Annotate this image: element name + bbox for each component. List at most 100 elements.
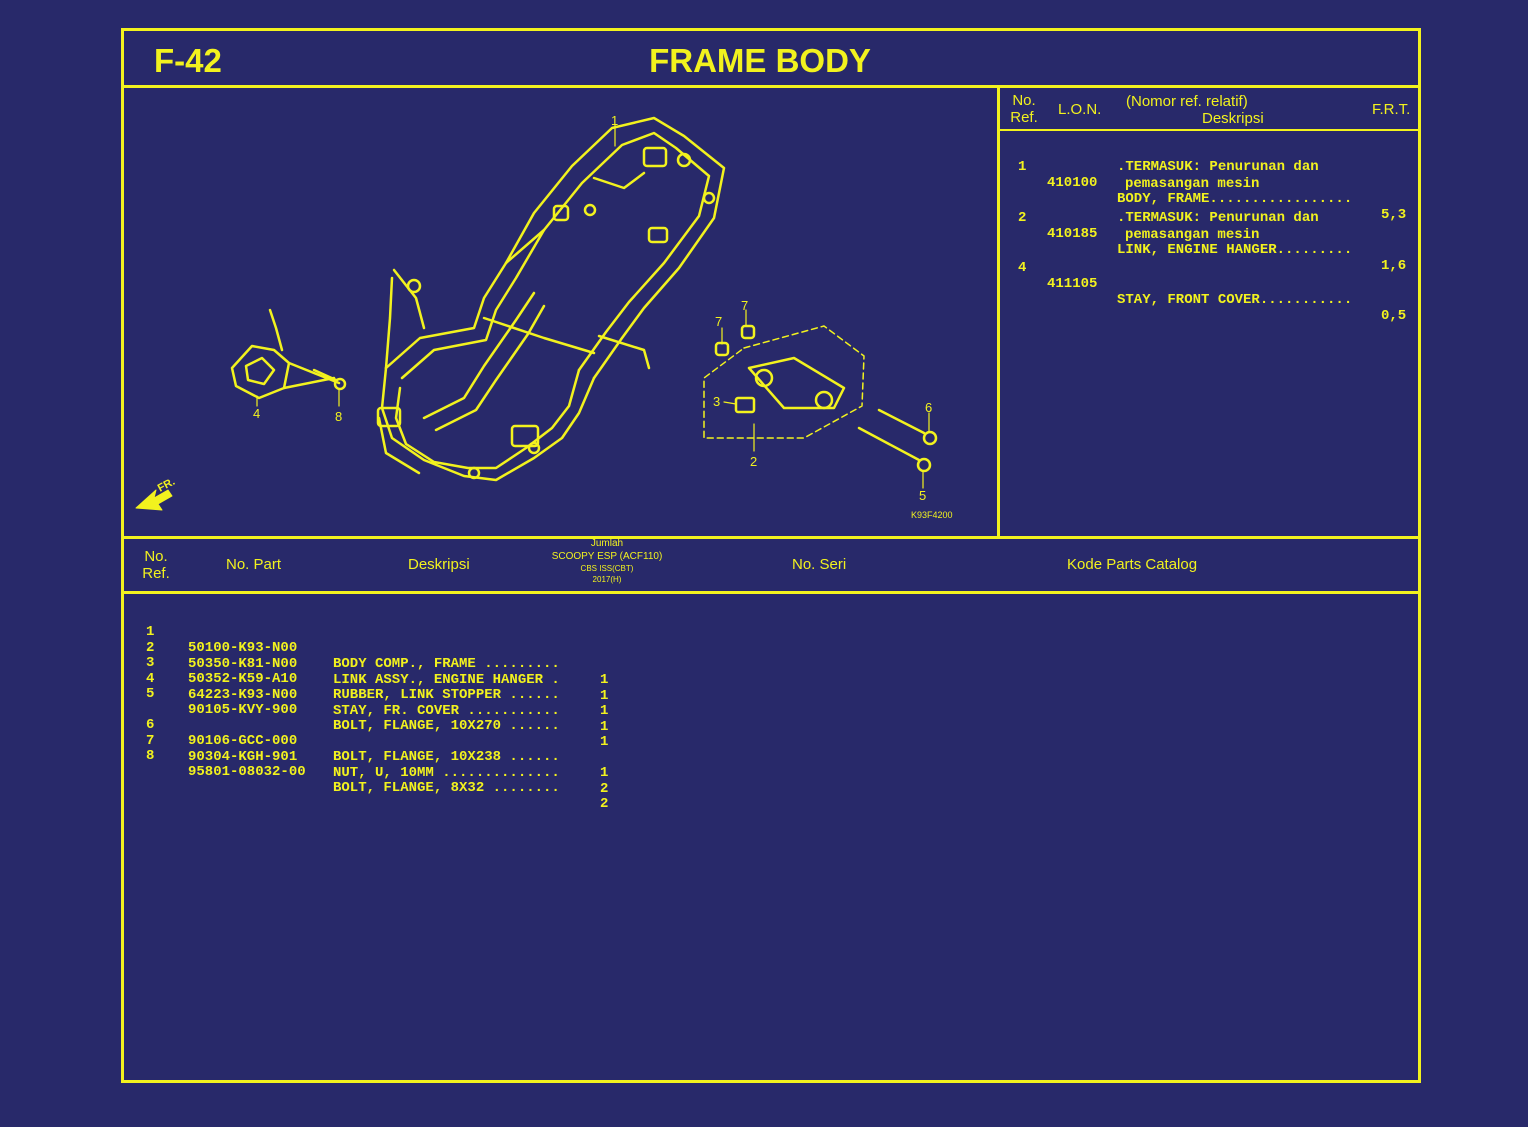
lon-ref: 4 — [1018, 260, 1027, 276]
row-qty: 1 — [600, 688, 609, 704]
callout-8: 8 — [335, 409, 342, 424]
diagram-divider — [121, 536, 1421, 539]
lon-header-frt: F.R.T. — [1372, 101, 1411, 118]
row-qty: 1 — [600, 672, 609, 688]
frame-body-diagram: 1 2 3 4 5 6 7 7 8 FR. K93F4200 — [135, 113, 953, 520]
parts-header-ref: No. Ref. — [140, 548, 172, 582]
lon-header-ref-line2: Ref. — [1010, 109, 1038, 126]
lon-frt: 1,6 — [1381, 258, 1407, 274]
fr-label: FR. — [156, 476, 177, 495]
row-part-no: 90106-GCC-000 — [188, 733, 298, 749]
row-ref: 3 — [146, 655, 155, 671]
table-row: 5 90105-KVY-900 BOLT, FLANGE, 10X270 ...… — [146, 670, 616, 766]
frame-body-part — [376, 116, 726, 482]
title-divider — [121, 85, 1421, 88]
callout-1: 1 — [611, 113, 618, 128]
engine-hanger-link-part — [703, 325, 865, 439]
lon-header-ref-line1: No. — [1012, 92, 1036, 109]
lon-header-desc-line2: Deskripsi — [1202, 110, 1264, 127]
row-part-no: 50100-K93-N00 — [188, 640, 298, 656]
parts-header-qty-line3: CBS ISS(CBT) — [580, 564, 634, 573]
table-row: 8 95801-08032-00 BOLT, FLANGE, 8X32 ....… — [146, 732, 616, 828]
row-part-no: 95801-08032-00 — [188, 764, 306, 780]
table-row: 7 90304-KGH-901 NUT, U, 10MM ...........… — [146, 717, 616, 813]
lon-frt: 0,5 — [1381, 308, 1407, 324]
row-part-no: 50352-K59-A10 — [188, 671, 298, 687]
callout-3: 3 — [713, 394, 720, 409]
lon-header-desc-line1: (Nomor ref. relatif) — [1126, 93, 1248, 110]
lon-panel-divider — [997, 85, 1000, 537]
row-ref: 2 — [146, 640, 155, 656]
lon-code: 410185 — [1047, 226, 1098, 242]
lon-desc: LINK, ENGINE HANGER......... — [1117, 242, 1353, 258]
lon-header-ref: No. Ref. — [1010, 92, 1038, 126]
row-desc: BOLT, FLANGE, 8X32 ........ — [333, 780, 560, 796]
row-desc: BODY COMP., FRAME ......... — [333, 656, 560, 672]
section-code: F-42 — [154, 42, 222, 79]
lon-header-lon: L.O.N. — [1058, 101, 1102, 118]
row-part-no: 64223-K93-N00 — [188, 687, 298, 703]
table-row: 3 50352-K59-A10 RUBBER, LINK STOPPER ...… — [146, 639, 616, 735]
row-ref: 6 — [146, 717, 155, 733]
flange-bolt-10x270-part — [857, 426, 932, 473]
page-frame — [121, 28, 1421, 1083]
row-desc: BOLT, FLANGE, 10X270 ...... — [333, 718, 560, 734]
page-title: FRAME BODY — [649, 42, 871, 79]
parts-header-qty-line1: Jumlah — [590, 538, 624, 549]
lon-desc: STAY, FRONT COVER........... — [1117, 292, 1353, 308]
callout-7: 7 — [741, 298, 748, 313]
parts-header-qty-line4: 2017(H) — [592, 575, 622, 584]
parts-header-ref-line2: Ref. — [142, 565, 170, 582]
row-desc: LINK ASSY., ENGINE HANGER . — [333, 672, 560, 688]
parts-header-catalog: Kode Parts Catalog — [1067, 556, 1198, 573]
callout-2: 2 — [750, 454, 757, 469]
lon-frt: 5,3 — [1381, 207, 1407, 223]
row-ref: 4 — [146, 671, 155, 687]
row-ref: 5 — [146, 686, 155, 702]
front-cover-stay-part — [230, 308, 341, 400]
callout-leaders — [256, 124, 930, 489]
lon-row: 4 411105 STAY, FRONT COVER........... 0,… — [1018, 244, 1406, 324]
diagram-code: K93F4200 — [911, 510, 953, 520]
row-desc: BOLT, FLANGE, 10X238 ...... — [333, 749, 560, 765]
row-qty: 2 — [600, 781, 609, 797]
lon-row: 2 410185 LINK, ENGINE HANGER......... 1,… — [1018, 194, 1406, 306]
front-direction-arrow-icon — [135, 489, 173, 511]
row-desc: STAY, FR. COVER ........... — [333, 703, 560, 719]
parts-header-serial: No. Seri — [792, 556, 847, 573]
lon-header-divider — [999, 129, 1421, 131]
parts-table-body: 1 50100-K93-N00 BODY COMP., FRAME ......… — [146, 608, 608, 812]
row-part-no: 90105-KVY-900 — [188, 702, 298, 718]
lon-note: .TERMASUK: Penurunan dan — [1117, 159, 1319, 175]
lon-note: pemasangan mesin — [1125, 176, 1260, 192]
lon-desc: BODY, FRAME................. — [1117, 191, 1353, 207]
table-row: 2 50350-K81-N00 LINK ASSY., ENGINE HANGE… — [146, 624, 616, 720]
parts-header-qty-line2: SCOOPY ESP (ACF110) — [551, 551, 663, 562]
row-ref: 8 — [146, 748, 155, 764]
row-qty: 2 — [600, 796, 609, 812]
lon-ref: 1 — [1018, 159, 1027, 175]
lon-ref: 2 — [1018, 210, 1027, 226]
parts-header-ref-line1: No. — [144, 548, 168, 565]
callout-4: 4 — [253, 406, 260, 421]
parts-header-part-no: No. Part — [226, 556, 282, 573]
bolt-8x32-part — [312, 368, 347, 391]
table-row: 4 64223-K93-N00 STAY, FR. COVER ........… — [146, 655, 616, 751]
row-qty: 1 — [600, 765, 609, 781]
row-ref: 7 — [146, 733, 155, 749]
parts-header-divider — [121, 591, 1421, 594]
row-part-no: 50350-K81-N00 — [188, 656, 298, 672]
lon-note: .TERMASUK: Penurunan dan — [1117, 210, 1319, 226]
lon-code: 411105 — [1047, 276, 1098, 292]
row-desc: NUT, U, 10MM .............. — [333, 765, 560, 781]
table-row: 1 50100-K93-N00 BODY COMP., FRAME ......… — [146, 608, 616, 704]
lon-code: 410100 — [1047, 175, 1098, 191]
flange-bolt-10x238-part — [877, 408, 938, 446]
parts-header-qty: Jumlah SCOOPY ESP (ACF110) CBS ISS(CBT) … — [537, 537, 677, 585]
row-qty: 1 — [600, 703, 609, 719]
lon-row: 1 410100 BODY, FRAME................. 5,… — [1018, 143, 1406, 255]
parts-header-desc: Deskripsi — [408, 556, 470, 573]
table-row: 6 90106-GCC-000 BOLT, FLANGE, 10X238 ...… — [146, 701, 616, 797]
callout-6: 6 — [925, 400, 932, 415]
callout-5: 5 — [919, 488, 926, 503]
